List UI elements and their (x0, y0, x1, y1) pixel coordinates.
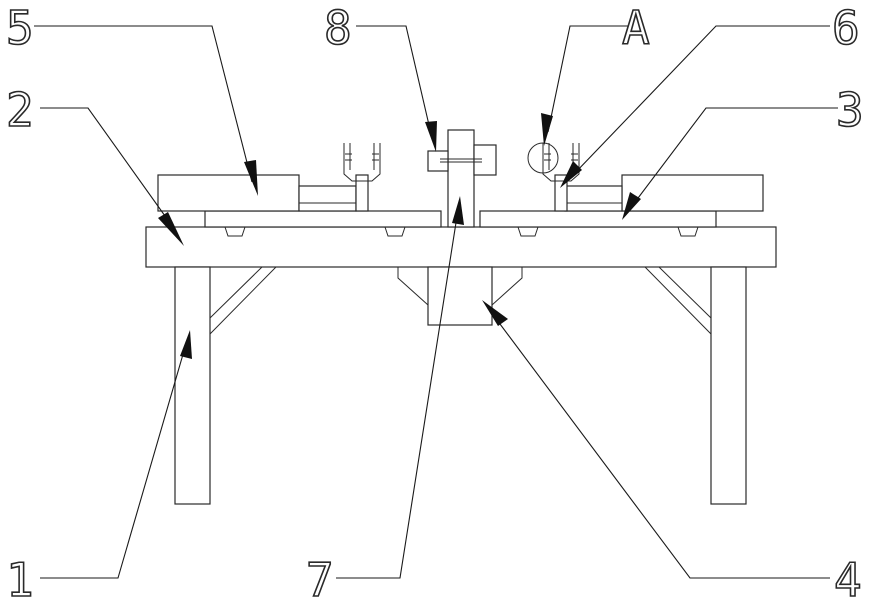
leader-6 (560, 26, 830, 188)
label-8: 8 (324, 1, 352, 55)
leader-8 (356, 26, 437, 152)
leader-4 (482, 300, 830, 578)
right-cylinder (565, 175, 763, 211)
right-leg (645, 267, 746, 504)
right-rail (480, 211, 716, 227)
label-a: A (622, 1, 650, 55)
table-top (146, 227, 776, 267)
label-5: 5 (6, 1, 34, 55)
label-4: 4 (834, 553, 862, 607)
leader-a (541, 26, 628, 146)
label-7: 7 (306, 553, 334, 607)
leader-5 (34, 26, 258, 196)
label-6: 6 (832, 1, 860, 55)
left-rail (205, 211, 441, 227)
left-leg (175, 267, 276, 504)
label-2: 2 (6, 83, 34, 137)
label-1: 1 (6, 553, 34, 607)
leader-1 (40, 330, 192, 578)
label-3: 3 (836, 83, 864, 137)
